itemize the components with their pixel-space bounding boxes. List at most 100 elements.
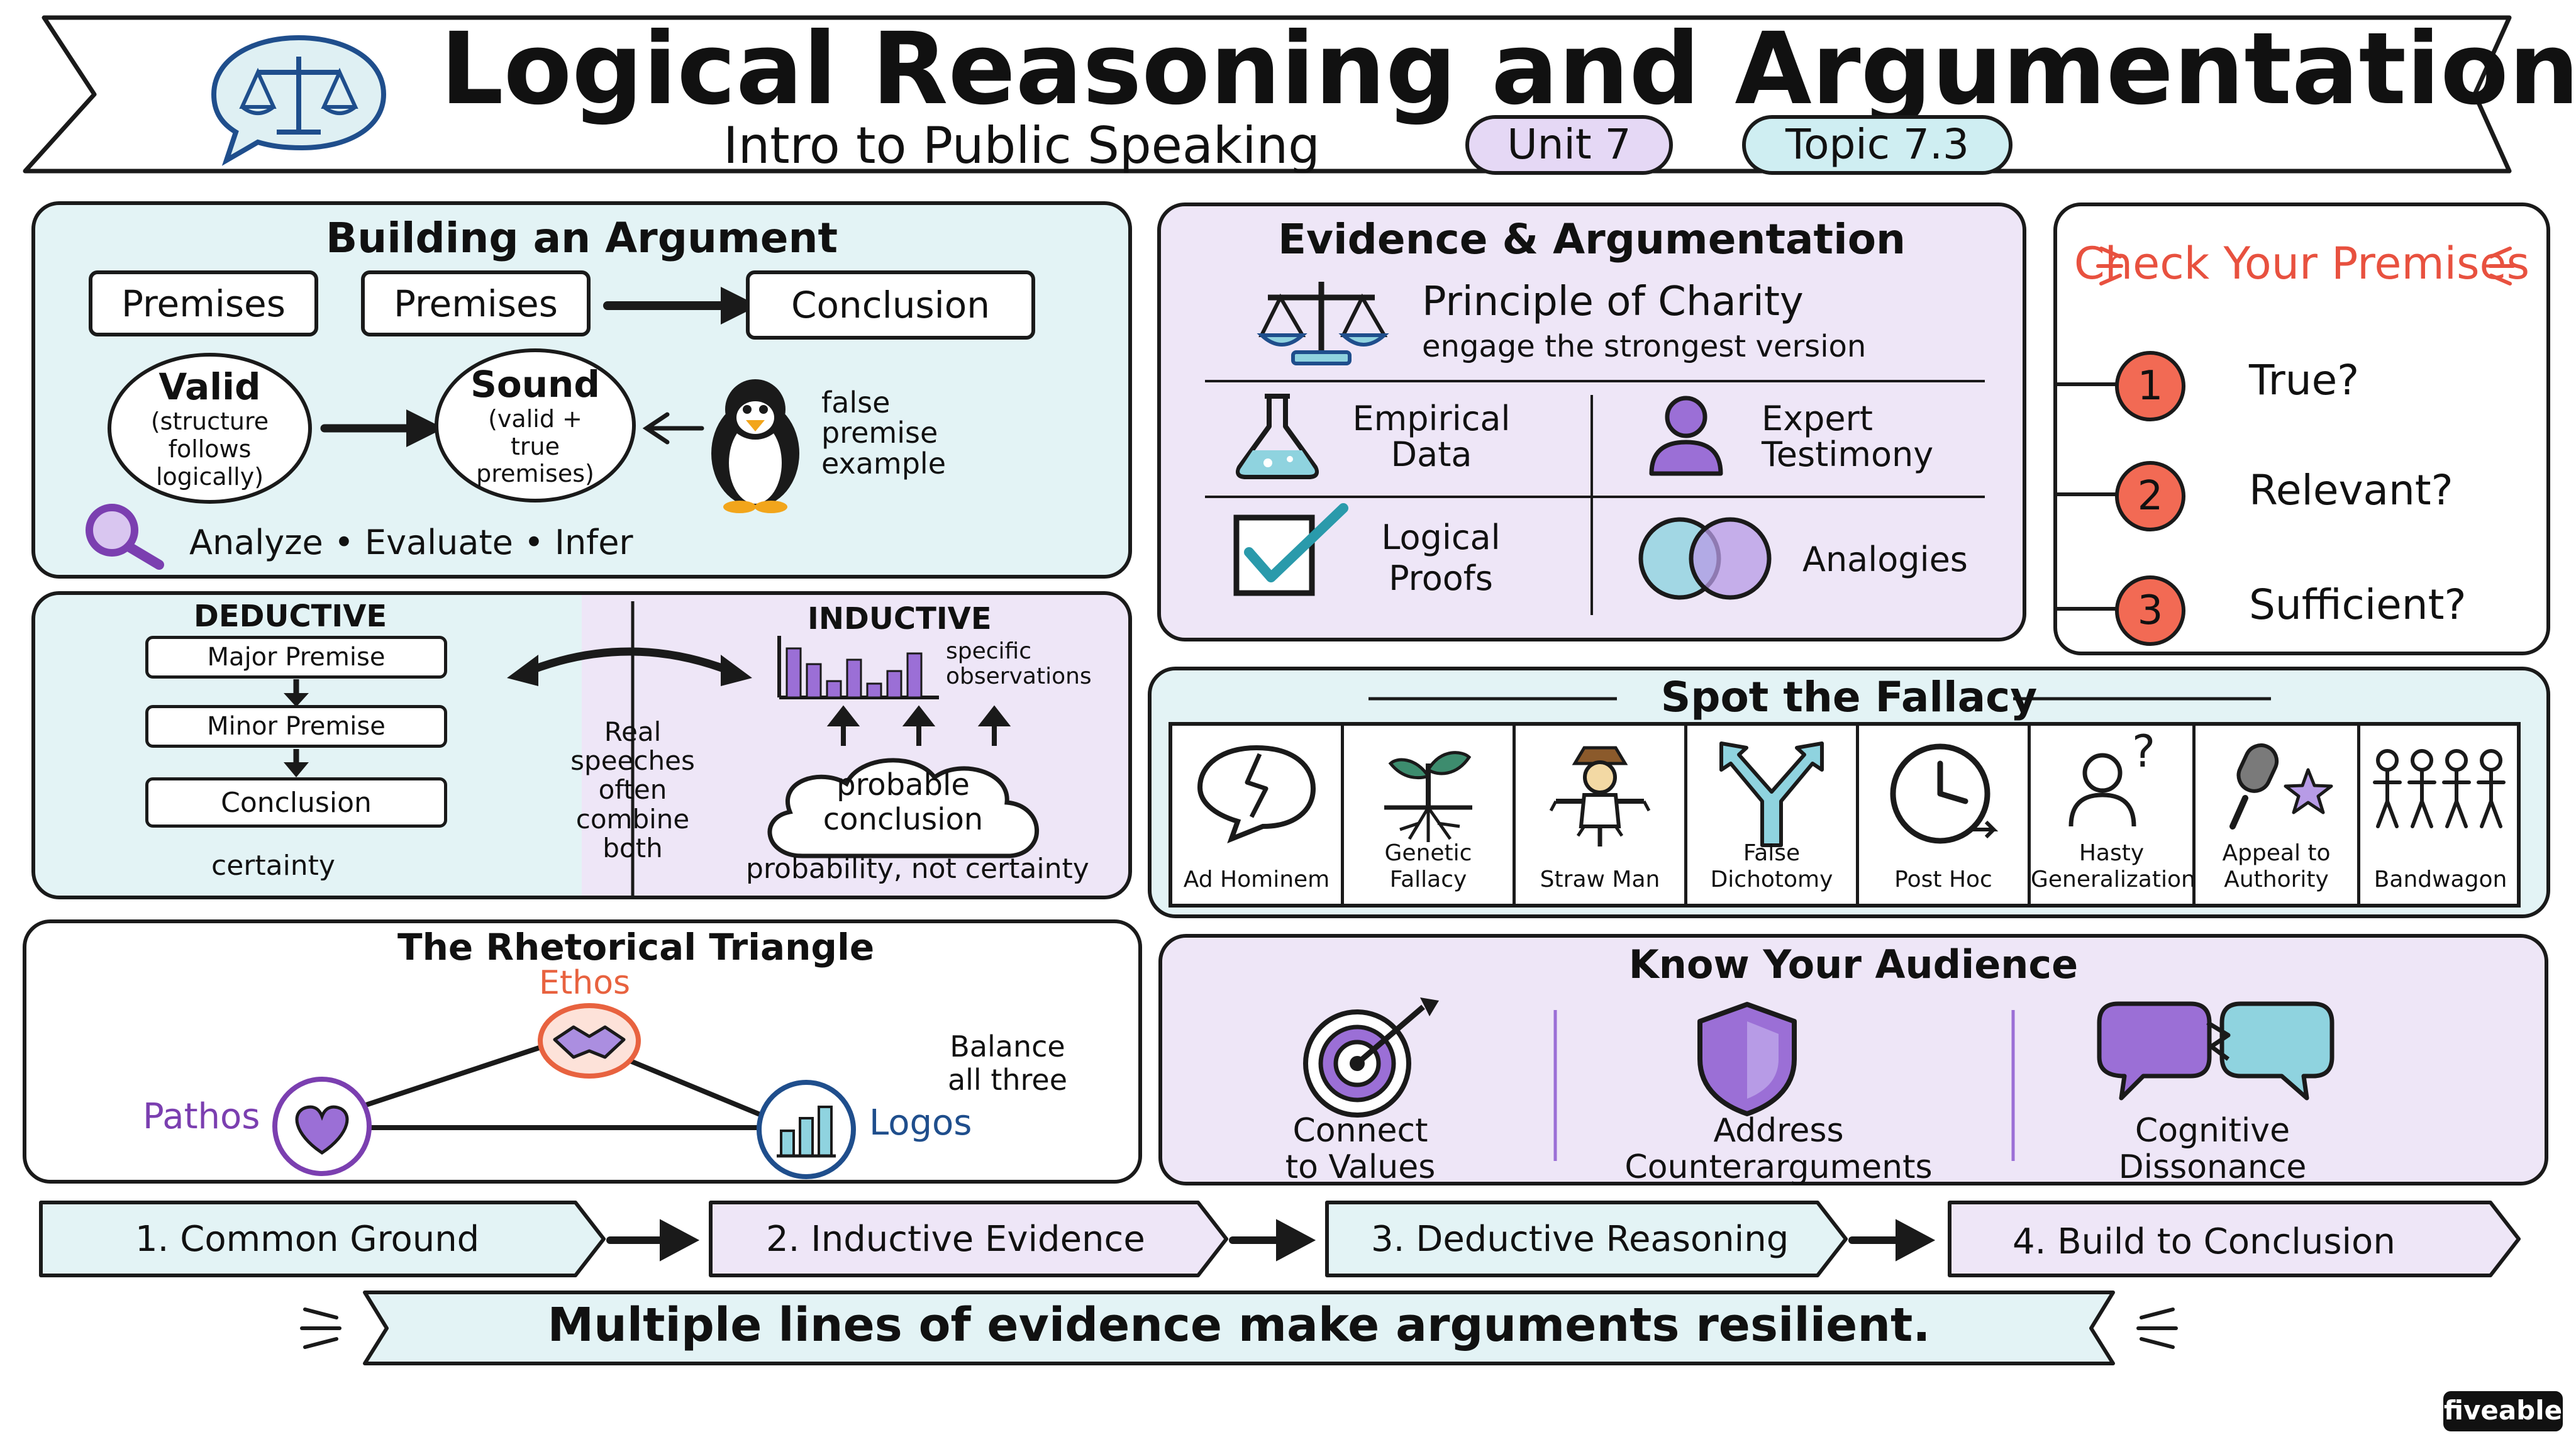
penguin-to-sound-arrow [642,412,704,445]
building-title: Building an Argument [325,214,838,262]
banner-ribbon [300,1291,2178,1365]
check-premises-panel: Check Your Premises 1 True? 2 Relevant? … [2053,203,2550,655]
address-counterarguments-label: Address Counterarguments [1624,1112,1933,1187]
empirical-data-label: Empirical Data [1352,399,1511,474]
page-subtitle: Intro to Public Speaking [723,116,1320,175]
sound-circle: Sound (valid + true premises) [435,348,636,502]
microphone-star-icon [2229,743,2333,830]
bar-chart-icon-logos [757,1080,856,1179]
premise-check-label-3: Sufficient? [2249,580,2467,629]
major-premise-box: Major Premise [145,636,447,679]
fallacy-cell-appeal-authority: Appeal to Authority [2196,726,2360,904]
charity-title: Principle of Charity [1422,279,1804,325]
inductive-arrows [826,705,1011,746]
premises-box-1: Premises [89,270,318,336]
flow-step-4: 4. Build to Conclusion [2012,1221,2396,1262]
sound-description: (valid + true premises) [476,404,594,488]
building-argument-panel: Building an Argument Premises Premises C… [31,201,1132,579]
fallacy-cell-bandwagon: Bandwagon [2360,726,2521,904]
deductive-arrows [284,679,309,777]
checkbox-icon [1233,503,1348,596]
fallacy-label: Genetic Fallacy [1384,840,1472,892]
ethos-label: Ethos [539,964,631,1002]
evidence-grid-lines [1205,380,1985,615]
scarecrow-icon [1549,746,1651,847]
brand-logo: fiveable [2443,1391,2563,1431]
valid-description: (structure follows logically) [150,408,269,491]
premise-check-number-1: 1 [2115,351,2185,421]
premise-check-number-3: 3 [2115,575,2185,646]
fallacy-cell-straw-man: Straw Man [1516,726,1687,904]
shield-icon [1697,1002,1797,1116]
inductive-title: INDUCTIVE [808,601,992,636]
deductive-caption: certainty [211,850,335,882]
premise-check-lines [2057,382,2126,611]
check-premises-title: Check Your Premises [2074,238,2530,289]
scales-of-justice-icon [211,35,387,166]
fallacy-cell-hasty-generalization: ? Hasty Generalization [2031,726,2196,904]
logical-proofs-label: Logical Proofs [1381,518,1501,598]
combine-both-note: Real speeches often combine both [570,716,695,863]
scales-icon [1257,282,1389,365]
specific-observations-label: specific observations [946,638,1092,689]
inductive-caption: probability, not certainty [746,853,1089,885]
premise-check-label-1: True? [2249,356,2360,404]
target-icon [1303,997,1439,1118]
audience-dividers [1553,1010,2015,1161]
balance-note: Balance all three [947,1030,1068,1097]
cognitive-dissonance-label: Cognitive Dissonance [2118,1112,2307,1187]
audience-title: Know Your Audience [1628,941,2079,987]
fallacy-title: Spot the Fallacy [1660,673,2038,721]
topic-badge: Topic 7.3 [1742,115,2012,175]
venn-icon [1638,517,1772,600]
clock-icon [1890,743,1999,844]
valid-to-sound-arrow [320,409,444,447]
premise-check-number-2: 2 [2115,461,2185,531]
spot-fallacy-panel: Spot the Fallacy Ad Hominem Genetic Fall… [1148,667,2550,918]
fallacy-label: Bandwagon [2373,866,2507,892]
premises-box-2: Premises [361,270,591,336]
evidence-title: Evidence & Argumentation [1277,215,1906,264]
fallacy-label: Ad Hominem [1183,866,1330,892]
fallacy-cell-ad-hominem: Ad Hominem [1172,726,1344,904]
fallacy-cell-post-hoc: Post Hoc [1859,726,2031,904]
person-icon [1649,396,1723,476]
fallacy-title-lines [1368,697,2271,701]
fallacy-label: False Dichotomy [1710,840,1833,892]
valid-circle: Valid (structure follows logically) [108,353,312,504]
fallacy-label: Appeal to Authority [2222,840,2331,892]
analogies-label: Analogies [1802,540,1968,579]
probable-conclusion-text: probable conclusion [823,767,984,838]
fork-arrows-icon [1719,741,1824,847]
logos-label: Logos [869,1102,972,1143]
svg-text:?: ? [2132,726,2155,777]
false-premise-label: false premise example [821,386,946,480]
premises-to-conclusion-arrow [603,287,758,325]
skills-line: Analyze • Evaluate • Infer [189,523,633,562]
speech-bubbles-icon [2097,1001,2334,1101]
crowd-icon [2372,749,2506,828]
sprout-roots-icon [1384,751,1472,842]
heart-icon [272,1077,372,1176]
sound-title: Sound [470,362,600,406]
expert-testimony-label: Expert Testimony [1762,399,1934,474]
flask-icon [1236,394,1319,479]
flow-step-3: 3. Deductive Reasoning [1371,1219,1789,1260]
connect-values-label: Connect to Values [1285,1112,1436,1187]
deductive-conclusion-box: Conclusion [145,777,447,828]
deductive-title: DEDUCTIVE [194,599,387,634]
fallacy-label: Hasty Generalization [2031,840,2196,892]
charity-subtitle: engage the strongest version [1422,329,1867,364]
title-sparks-icon [2096,247,2515,286]
flow-step-2: 2. Inductive Evidence [766,1219,1145,1260]
fallacy-label: Post Hoc [1894,866,1992,892]
fallacy-label: Straw Man [1540,866,1660,892]
triangle-title: The Rhetorical Triangle [397,926,875,969]
pathos-label: Pathos [143,1096,260,1137]
reasoning-types-panel: DEDUCTIVE Major Premise Minor Premise Co… [31,591,1132,899]
fallacy-strip: Ad Hominem Genetic Fallacy Straw Man [1169,722,2521,908]
flow-shapes [39,1201,2521,1277]
know-audience-panel: Know Your Audience Connect to Values Add… [1158,934,2548,1185]
page-title: Logical Reasoning and Argumentation [440,11,2576,127]
valid-title: Valid [158,365,261,409]
